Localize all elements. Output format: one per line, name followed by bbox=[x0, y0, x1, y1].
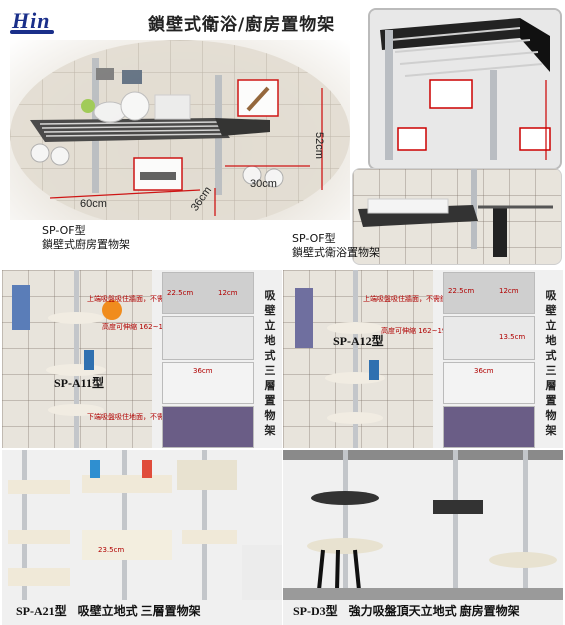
a11-dim-a: 22.5cm bbox=[167, 289, 194, 297]
a12-shower-illustration bbox=[295, 270, 385, 448]
bath-rack-photo bbox=[352, 168, 562, 265]
a11-model-label: SP-A11型 bbox=[54, 376, 105, 390]
kitchen-caption-model: SP-OF型 bbox=[42, 224, 86, 237]
panel-sp-a11: 上端吸盤吸住牆面，不需鑽孔不傷壁面 高度可伸縮 162~190cm 下端吸盤吸住… bbox=[2, 270, 282, 448]
a21-subtitle: 吸壁立地式 三層置物架 bbox=[77, 604, 201, 618]
a12-tag-range: 高度可伸縮 162~190cm bbox=[381, 327, 462, 335]
page-title: 鎖壁式衛浴/廚房置物架 bbox=[148, 15, 336, 35]
a11-thumb-towel bbox=[162, 406, 254, 448]
d3-caption: SP-D3型 強力吸盤頂天立地式 廚房置物架 bbox=[293, 602, 520, 619]
bath-caption-name: 鎖壁式衛浴置物架 bbox=[292, 246, 380, 259]
a11-thumb-mid bbox=[162, 316, 254, 360]
a11-tag-top: 上端吸盤吸住牆面，不需鑽孔不傷壁面 bbox=[87, 295, 206, 303]
kitchen-caption-name: 鎖壁式廚房置物架 bbox=[42, 238, 130, 251]
a21-model-label: SP-A21型 bbox=[16, 604, 67, 618]
a11-dim-b: 12cm bbox=[218, 289, 238, 297]
a12-vertical-title: 吸壁立地式三層置物架 bbox=[545, 289, 557, 437]
dim-width: 60cm bbox=[80, 198, 107, 210]
a11-dim-c: 36cm bbox=[193, 367, 213, 375]
bath-rack-illustration bbox=[358, 169, 553, 257]
a12-dim-b: 12cm bbox=[499, 287, 519, 295]
logo-underline bbox=[10, 30, 54, 34]
a12-detail-thumbs: 22.5cm 12cm 13.5cm 36cm bbox=[443, 270, 535, 448]
panel-sp-a12: 上端吸盤吸住牆面，不需鑽孔 高度可伸縮 162~190cm SP-A12型 22… bbox=[283, 270, 563, 448]
panel-sp-d3: SP-D3型 強力吸盤頂天立地式 廚房置物架 bbox=[283, 450, 563, 625]
bath-caption: SP-OF型 鎖壁式衛浴置物架 bbox=[292, 232, 380, 260]
a21-caption: SP-A21型 吸壁立地式 三層置物架 bbox=[16, 602, 201, 619]
a21-illustration bbox=[8, 450, 282, 600]
a12-dim-c: 13.5cm bbox=[499, 333, 526, 341]
a11-vertical-title: 吸壁立地式三層置物架 bbox=[264, 289, 276, 437]
a12-tag-top: 上端吸盤吸住牆面，不需鑽孔 bbox=[363, 295, 454, 303]
a11-thumb-top: 22.5cm 12cm bbox=[162, 272, 254, 314]
towel-rack-photo bbox=[368, 8, 562, 170]
d3-illustration bbox=[283, 450, 563, 600]
a12-model-label: SP-A12型 bbox=[333, 334, 384, 348]
a12-thumb-bar: 36cm bbox=[443, 362, 535, 404]
a11-tag-range: 高度可伸縮 162~190cm bbox=[102, 323, 183, 331]
top-section: Hin 鎖壁式衛浴/廚房置物架 bbox=[0, 0, 565, 268]
kitchen-rack-illustration bbox=[10, 40, 350, 220]
panel-sp-a21: 23.5cm SP-A21型 吸壁立地式 三層置物架 bbox=[2, 450, 282, 625]
a11-shower-photo bbox=[2, 270, 152, 448]
a12-shower-photo bbox=[283, 270, 433, 448]
a12-dim-a: 22.5cm bbox=[448, 287, 475, 295]
a11-detail-thumbs: 22.5cm 12cm 36cm bbox=[162, 270, 254, 448]
a12-dim-d: 36cm bbox=[474, 367, 494, 375]
dim-height: 52cm bbox=[313, 132, 325, 159]
a12-thumb-towel bbox=[443, 406, 535, 448]
kitchen-caption: SP-OF型 鎖壁式廚房置物架 bbox=[42, 224, 130, 252]
a12-thumb-top: 22.5cm 12cm bbox=[443, 272, 535, 314]
dim-side: 30cm bbox=[250, 178, 277, 190]
a11-tag-bottom: 下端吸盤吸住地面，不需鑽孔不傷壁面 bbox=[87, 413, 206, 421]
a11-shower-illustration bbox=[12, 270, 122, 448]
a11-thumb-bar: 36cm bbox=[162, 362, 254, 404]
towel-rack-illustration bbox=[370, 10, 560, 168]
brand-logo: Hin bbox=[12, 8, 51, 33]
d3-model-label: SP-D3型 bbox=[293, 604, 338, 618]
d3-subtitle: 強力吸盤頂天立地式 廚房置物架 bbox=[348, 604, 520, 618]
a12-thumb-mid: 13.5cm bbox=[443, 316, 535, 360]
bath-caption-model: SP-OF型 bbox=[292, 232, 336, 245]
a21-dim-a: 23.5cm bbox=[98, 546, 125, 554]
kitchen-rack-photo bbox=[10, 40, 350, 220]
